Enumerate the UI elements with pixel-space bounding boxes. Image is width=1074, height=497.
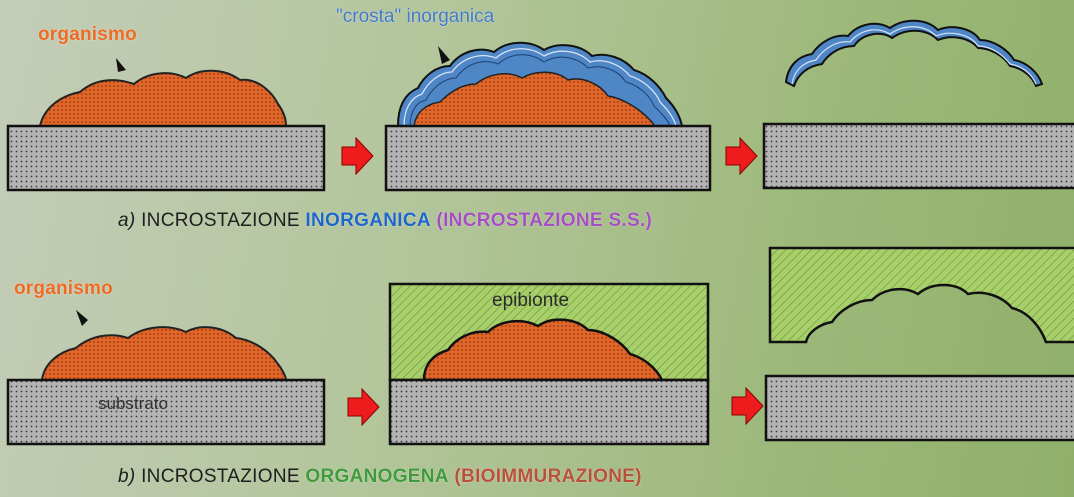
pointer-mark [438, 46, 450, 64]
arrow-right-icon [725, 136, 758, 176]
caption-b: b) INCROSTAZIONE ORGANOGENA (BIOIMMURAZI… [118, 466, 642, 488]
caption-a-letter: a) [118, 210, 136, 231]
arrow-right-icon [341, 136, 374, 176]
pointer-mark [76, 310, 88, 326]
arrow-right-icon [347, 387, 380, 427]
organism-shape [40, 326, 288, 381]
substrate-block [764, 374, 1074, 442]
substrate-block [6, 124, 326, 192]
epibiont-label: epibionte [492, 290, 570, 311]
caption-a: a) INCROSTAZIONE INORGANICA (INCROSTAZIO… [118, 210, 652, 232]
caption-b-parenthetical: (BIOIMMURAZIONE) [454, 466, 642, 487]
detached-crust-shape [784, 19, 1044, 88]
panel-b2 [388, 282, 710, 446]
pointer-mark [116, 58, 126, 72]
panel-a3 [762, 19, 1074, 190]
substrate-block [6, 378, 326, 446]
organism-label: organismo [38, 24, 137, 45]
caption-a-highlight: INORGANICA [305, 210, 431, 231]
panel-b3 [764, 246, 1074, 442]
substrate-label: substrato [98, 394, 168, 413]
organism-shape [38, 69, 288, 127]
arrow-right-icon [731, 386, 764, 426]
organism-label: organismo [14, 278, 113, 299]
caption-a-parenthetical: (INCROSTAZIONE S.S.) [436, 210, 653, 231]
organism-shape [422, 318, 665, 382]
caption-b-highlight: ORGANOGENA [305, 466, 449, 487]
panel-a1 [6, 58, 326, 192]
inorganic-crust-label: "crosta" inorganica [336, 6, 495, 27]
panel-a2 [384, 41, 712, 192]
caption-a-prefix: INCROSTAZIONE [141, 210, 300, 231]
panel-b1 [6, 310, 326, 446]
substrate-block [762, 122, 1074, 190]
organism-shape [413, 71, 655, 127]
substrate-block [388, 378, 710, 446]
caption-b-letter: b) [118, 466, 136, 487]
substrate-block [384, 124, 712, 192]
caption-b-prefix: INCROSTAZIONE [141, 466, 300, 487]
bioimmuration-block [768, 246, 1074, 344]
